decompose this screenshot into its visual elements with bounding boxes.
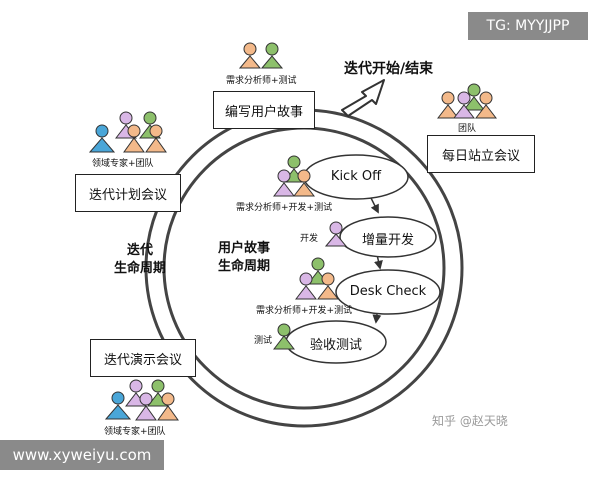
team-people-icon [436, 83, 498, 119]
tester-caption: 测试 [254, 336, 273, 346]
iteration-outer-ring [144, 108, 464, 428]
domain-expert-caption-bottom: 领域专家+团队 [104, 427, 166, 437]
kickoff-people-icon [272, 155, 316, 197]
desk-check-oval [335, 269, 441, 315]
iteration-lifecycle-line2: 生命周期 [113, 261, 166, 276]
iteration-lifecycle-label: 迭代 生命周期 [100, 242, 180, 278]
kickoff-people-caption: 需求分析师+开发+测试 [236, 203, 333, 213]
analyst-tester-people-icon [238, 42, 284, 69]
domain-expert-team-people-icon-bottom [104, 379, 179, 421]
kickoff-label: Kick Off [330, 169, 382, 184]
developer-person-icon [324, 221, 348, 247]
start-end-arrow [341, 79, 385, 117]
watermark-bottom: www.xyweiyu.com [0, 440, 164, 470]
planning-box: 迭代计划会议 [75, 174, 181, 212]
developer-caption: 开发 [300, 234, 319, 244]
write-story-box: 编写用户故事 [213, 91, 315, 129]
analyst-tester-caption: 需求分析师+测试 [226, 76, 297, 86]
domain-expert-caption-top: 领域专家+团队 [92, 159, 154, 169]
demo-box: 迭代演示会议 [90, 339, 196, 377]
desk-check-label: Desk Check [349, 284, 427, 299]
story-lifecycle-line2: 生命周期 [217, 259, 270, 274]
desk-check-people-caption: 需求分析师+开发+测试 [256, 306, 353, 316]
domain-expert-team-people-icon-top [88, 111, 167, 153]
story-lifecycle-line1: 用户故事 [217, 241, 270, 256]
story-lifecycle-label: 用户故事 生命周期 [204, 240, 284, 276]
develop-label: 增量开发 [361, 233, 414, 248]
zhihu-credit: 知乎 @赵天晓 [432, 414, 508, 428]
team-caption: 团队 [458, 124, 477, 134]
develop-oval [339, 216, 437, 258]
desk-check-people-icon [294, 257, 340, 300]
daily-standup-box: 每日站立会议 [427, 135, 535, 173]
iteration-lifecycle-line1: 迭代 [126, 243, 153, 258]
diagram-title: 迭代开始/结束 [344, 61, 434, 77]
watermark-top: TG: MYYJJPP [468, 12, 588, 40]
tester-person-icon [272, 323, 296, 350]
acceptance-label: 验收测试 [309, 338, 362, 353]
